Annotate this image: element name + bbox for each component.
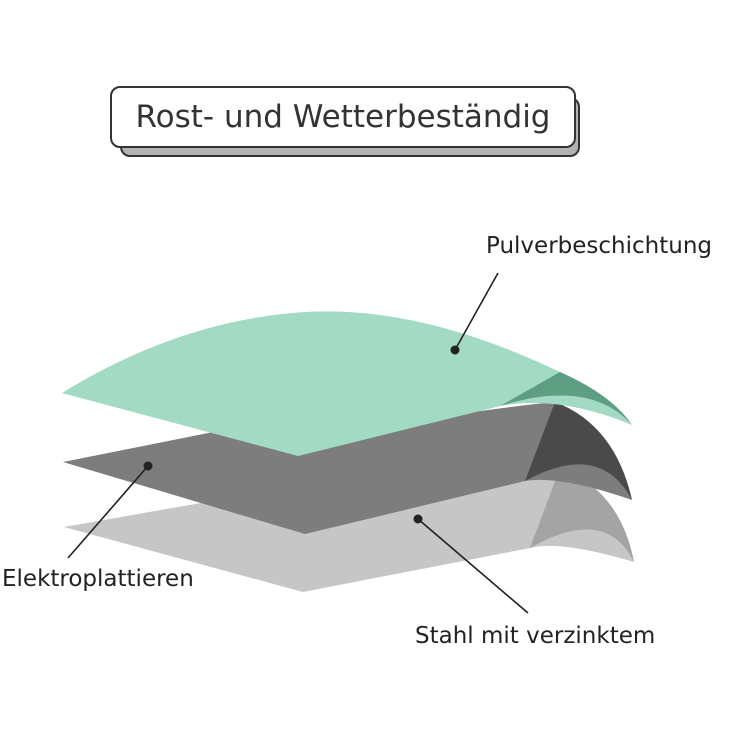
- page-title: Rost- und Wetterbeständig: [135, 99, 551, 135]
- layer-steel-top: [64, 468, 634, 592]
- label-steel: Stahl mit verzinktem: [415, 623, 656, 649]
- layer-electroplate-edge: [525, 402, 632, 500]
- label-powder-coating: Pulverbeschichtung: [486, 233, 712, 259]
- layer-electroplate-top: [63, 402, 632, 534]
- layer-electroplate: [63, 402, 632, 534]
- leader-electroplate: [67, 461, 153, 559]
- leader-powder-coating: [450, 272, 499, 355]
- layer-powder-coating: [62, 311, 632, 456]
- label-electroplate: Elektroplattieren: [2, 566, 194, 592]
- layer-powder-coating-edge: [500, 372, 632, 425]
- layer-powder-coating-top: [62, 311, 632, 456]
- layer-steel-edge: [530, 468, 634, 562]
- leader-steel: [413, 514, 529, 614]
- layer-steel: [64, 468, 634, 592]
- title-box: Rost- und Wetterbeständig: [110, 86, 576, 148]
